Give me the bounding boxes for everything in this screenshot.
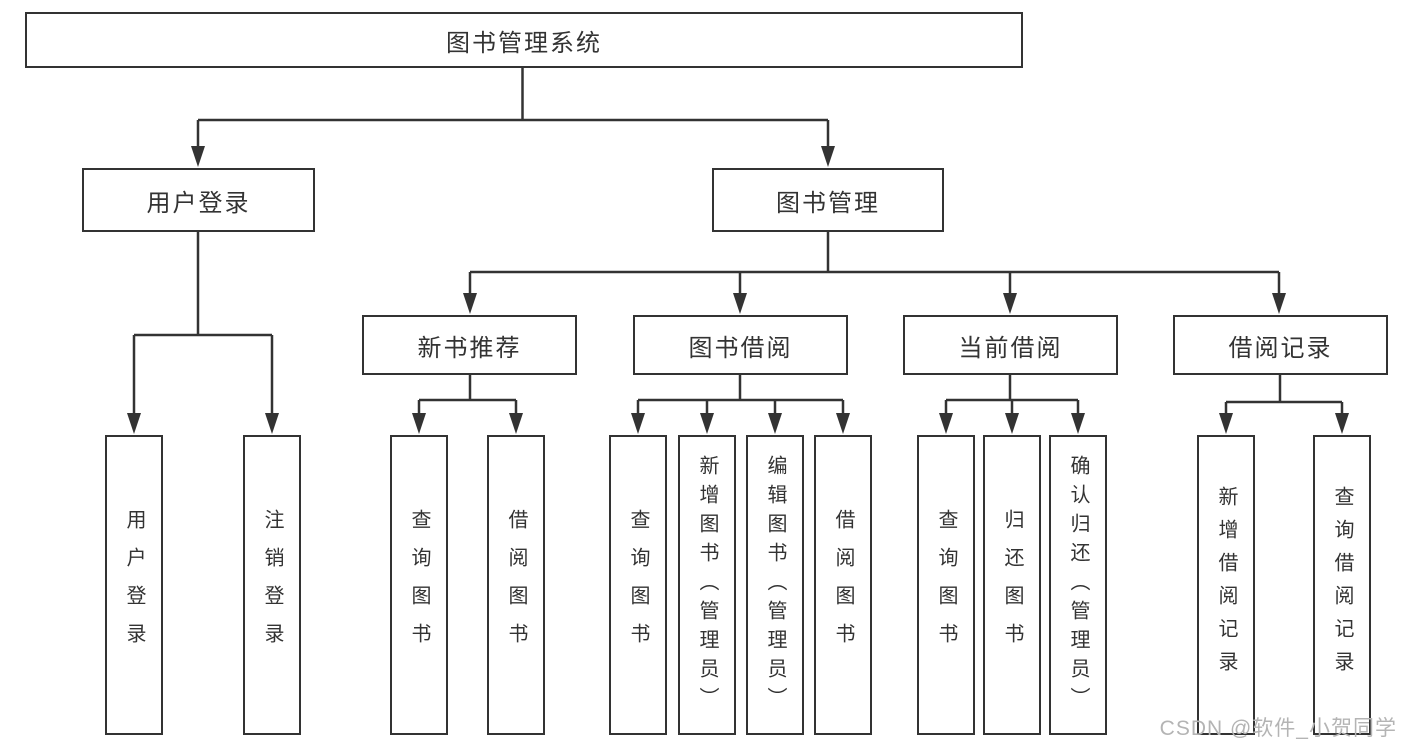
leaf-label: 新增图书（管理员）	[696, 454, 718, 716]
arrow-down-icon	[1219, 413, 1233, 434]
node-leaf-query-books-2: 查询图书	[609, 435, 667, 735]
arrow-down-icon	[733, 293, 747, 314]
leaf-label: 编辑图书（管理员）	[764, 454, 786, 716]
arrow-down-icon	[463, 293, 477, 314]
node-user-login: 用户登录	[82, 168, 315, 232]
arrow-down-icon	[1003, 293, 1017, 314]
csdn-watermark: CSDN @软件_小贺同学	[1159, 717, 1397, 740]
node-leaf-return-books: 归还图书	[983, 435, 1041, 735]
arrow-down-icon	[939, 413, 953, 434]
arrow-down-icon	[700, 413, 714, 434]
leaf-label: 新增借阅记录	[1215, 486, 1237, 684]
node-leaf-query-books-3: 查询图书	[917, 435, 975, 735]
arrowheads	[127, 146, 1349, 434]
node-leaf-add-borrow-record: 新增借阅记录	[1197, 435, 1255, 735]
node-library-management-system: 图书管理系统	[25, 12, 1023, 68]
node-leaf-query-borrow-record: 查询借阅记录	[1313, 435, 1371, 735]
node-borrowing-records: 借阅记录	[1173, 315, 1388, 375]
node-leaf-confirm-return-admin: 确认归还（管理员）	[1049, 435, 1107, 735]
node-leaf-logout: 注销登录	[243, 435, 301, 735]
connector-newbook-to-leaves	[417, 375, 518, 416]
arrow-down-icon	[1071, 413, 1085, 434]
leaf-label: 注销登录	[261, 509, 283, 661]
arrow-down-icon	[836, 413, 850, 434]
arrow-down-icon	[412, 413, 426, 434]
arrow-down-icon	[1005, 413, 1019, 434]
arrow-down-icon	[1335, 413, 1349, 434]
node-leaf-user-login: 用户登录	[105, 435, 163, 735]
arrow-down-icon	[1272, 293, 1286, 314]
connector-root-to-level2	[196, 68, 830, 150]
leaf-label: 用户登录	[123, 509, 145, 661]
connector-bookmgmt-to-level3	[468, 232, 1281, 296]
node-new-book-recommend: 新书推荐	[362, 315, 577, 375]
leaf-label: 查询图书	[627, 509, 649, 661]
node-leaf-add-books-admin: 新增图书（管理员）	[678, 435, 736, 735]
arrow-down-icon	[127, 413, 141, 434]
arrow-down-icon	[509, 413, 523, 434]
node-current-borrowing: 当前借阅	[903, 315, 1118, 375]
arrow-down-icon	[821, 146, 835, 167]
node-leaf-query-books-1: 查询图书	[390, 435, 448, 735]
leaf-label: 查询图书	[935, 509, 957, 661]
connector-userlogin-to-leaves	[132, 232, 274, 416]
node-leaf-borrow-books-2: 借阅图书	[814, 435, 872, 735]
node-book-management: 图书管理	[712, 168, 944, 232]
node-leaf-borrow-books-1: 借阅图书	[487, 435, 545, 735]
leaf-label: 借阅图书	[832, 509, 854, 661]
leaf-label: 查询图书	[408, 509, 430, 661]
connector-borrowrecord-to-leaves	[1224, 375, 1344, 416]
node-leaf-edit-books-admin: 编辑图书（管理员）	[746, 435, 804, 735]
leaf-label: 确认归还（管理员）	[1067, 454, 1089, 716]
arrow-down-icon	[265, 413, 279, 434]
leaf-label: 查询借阅记录	[1331, 486, 1353, 684]
connector-currentborrow-to-leaves	[944, 375, 1080, 416]
arrow-down-icon	[191, 146, 205, 167]
leaf-label: 借阅图书	[505, 509, 527, 661]
arrow-down-icon	[768, 413, 782, 434]
leaf-label: 归还图书	[1001, 509, 1023, 661]
node-book-borrowing: 图书借阅	[633, 315, 848, 375]
connector-bookborrow-to-leaves	[636, 375, 845, 416]
arrow-down-icon	[631, 413, 645, 434]
